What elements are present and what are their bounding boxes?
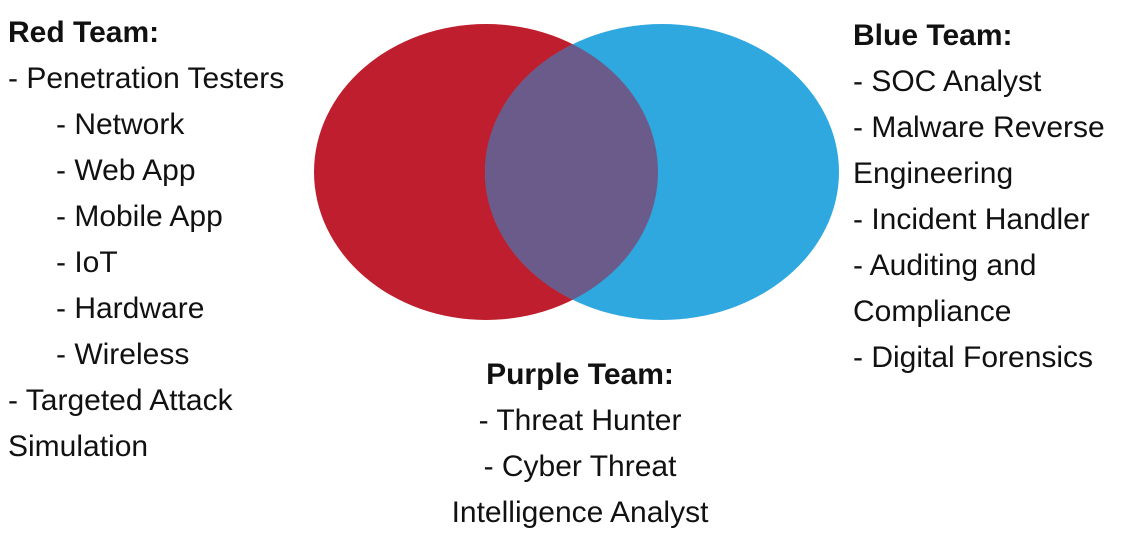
blue-team-title: Blue Team: [853,19,1013,52]
red-team-item: - Targeted Attack [8,384,233,417]
red-team-item: - Penetration Testers [8,62,285,95]
blue-team-item: - Incident Handler [853,203,1090,236]
red-team-subitem: - Wireless [56,338,190,371]
purple-team-block: Purple Team: - Threat Hunter - Cyber Thr… [430,352,730,536]
blue-team-item-continued: Engineering [853,157,1014,190]
blue-team-item: - Malware Reverse [853,111,1105,144]
red-team-subitem: - Web App [56,154,196,187]
red-team-block: Red Team: - Penetration Testers - Networ… [8,10,284,470]
blue-team-item-continued: Compliance [853,295,1012,328]
blue-team-item: - Auditing and [853,249,1037,282]
red-team-subitem: - IoT [56,246,118,279]
red-team-title: Red Team: [8,16,160,49]
red-team-item-continued: Simulation [8,430,149,463]
purple-team-item-continued: Intelligence Analyst [451,496,709,529]
blue-team-item: - SOC Analyst [853,65,1042,98]
purple-team-item: - Cyber Threat [483,450,677,483]
red-team-subitem: - Hardware [56,292,205,325]
red-team-subitem: - Network [56,108,185,141]
blue-team-block: Blue Team: - SOC Analyst - Malware Rever… [853,13,1105,381]
overlap-region [485,24,658,320]
purple-team-title: Purple Team: [486,358,674,391]
blue-team-item: - Digital Forensics [853,341,1094,374]
red-team-subitem: - Mobile App [56,200,223,233]
purple-team-item: - Threat Hunter [478,404,682,437]
